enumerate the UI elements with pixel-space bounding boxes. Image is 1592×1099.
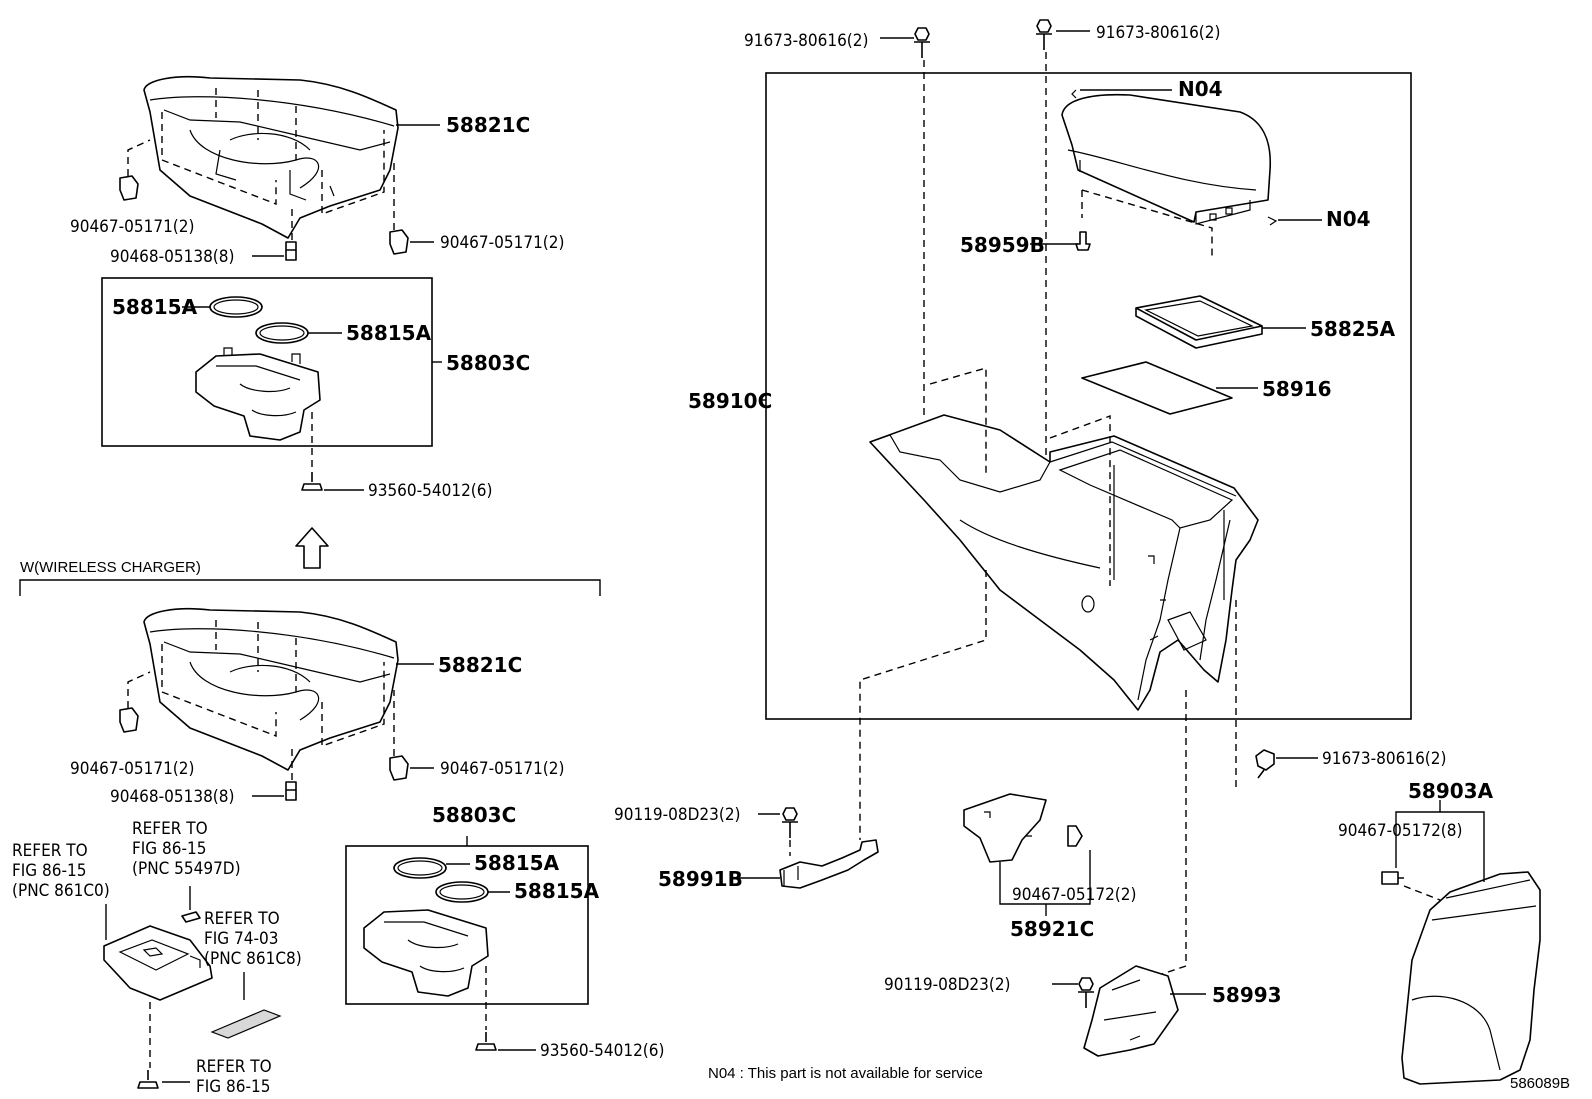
clip-left-bottom xyxy=(119,707,139,733)
side-bolt xyxy=(1255,749,1275,779)
label-rear-cover: 58903A xyxy=(1408,779,1494,803)
label-n04-top: N04 xyxy=(1178,77,1223,101)
tray xyxy=(1135,295,1263,349)
refer-3-line-3: (PNC 861C8) xyxy=(204,949,302,969)
mat xyxy=(1081,361,1233,415)
charger-part-small xyxy=(181,911,201,923)
refer-3-line-2: FIG 74-03 xyxy=(204,929,278,949)
label-upper-panel-top: 58821C xyxy=(446,113,530,137)
upper-panel-top xyxy=(143,75,399,239)
label-screw-bottom: 93560-54012(6) xyxy=(540,1041,664,1061)
refer-1-line-3: (PNC 861C0) xyxy=(12,881,110,901)
ring-b-bottom xyxy=(435,881,489,903)
label-clip-left-top: 90467-05171(2) xyxy=(70,217,194,237)
lower-bolt xyxy=(1078,977,1094,1008)
top-bolt-left xyxy=(914,27,930,420)
label-bracket-bolt: 90119-08D23(2) xyxy=(614,805,741,825)
label-side-bolt: 91673-80616(2) xyxy=(1322,749,1446,769)
lower-bracket xyxy=(1083,965,1179,1057)
clip-small-top xyxy=(285,241,297,261)
clip-right-bottom xyxy=(389,755,409,781)
wireless-charger xyxy=(103,925,213,1001)
label-ring-b-bottom: 58815A xyxy=(514,879,600,903)
label-holder-bottom: 58803C xyxy=(432,803,516,827)
label-rear-clip: 90467-05172(8) xyxy=(1338,821,1462,841)
rear-clip xyxy=(1381,871,1404,885)
armrest-lid xyxy=(1061,93,1272,225)
label-clip-right-top: 90467-05171(2) xyxy=(440,233,564,253)
top-bolt-right xyxy=(1036,19,1052,460)
refer-3-line-1: REFER TO xyxy=(204,909,280,929)
clip-left-top xyxy=(119,175,139,201)
label-lower-bolt: 90119-08D23(2) xyxy=(884,975,1011,995)
label-tray: 58825A xyxy=(1310,317,1396,341)
cup-holder-top xyxy=(195,347,321,441)
label-bracket: 58991B xyxy=(658,867,743,891)
refer-2-line-1: REFER TO xyxy=(132,819,208,839)
console-body xyxy=(869,414,1259,711)
label-clip-right-bottom: 90467-05171(2) xyxy=(440,759,564,779)
screw-bottom xyxy=(475,1032,497,1051)
front-panel xyxy=(963,793,1047,863)
label-front-panel: 58921C xyxy=(1010,917,1094,941)
clip-right-top xyxy=(389,229,409,255)
refer-4-line-1: REFER TO xyxy=(196,1057,272,1077)
label-top-bolt-right: 91673-80616(2) xyxy=(1096,23,1220,43)
refer-2-line-2: FIG 86-15 xyxy=(132,839,206,859)
screw-top xyxy=(301,472,323,491)
footnote: N04 : This part is not available for ser… xyxy=(708,1065,983,1082)
label-console-box: 58910C xyxy=(688,389,772,413)
upper-panel-bottom xyxy=(143,607,399,771)
label-upper-panel-bottom: 58821C xyxy=(438,653,522,677)
refer-1-line-2: FIG 86-15 xyxy=(12,861,86,881)
up-arrow xyxy=(295,527,329,569)
label-ring-a-bottom: 58815A xyxy=(474,851,560,875)
console-box-frame xyxy=(765,72,1412,720)
clip-small-bottom xyxy=(285,781,297,801)
label-top-bolt-left: 91673-80616(2) xyxy=(744,31,868,51)
label-holder-top: 58803C xyxy=(446,351,530,375)
cup-holder-bottom xyxy=(363,909,489,997)
label-screw-top: 93560-54012(6) xyxy=(368,481,492,501)
label-n04-mid: N04 xyxy=(1326,207,1371,231)
refer-2-line-3: (PNC 55497D) xyxy=(132,859,241,879)
refer-4-line-2: FIG 86-15 xyxy=(196,1077,270,1097)
refer-1-line-1: REFER TO xyxy=(12,841,88,861)
label-clip-small-top: 90468-05138(8) xyxy=(110,247,234,267)
charger-pad xyxy=(210,1009,282,1039)
bracket-bolt xyxy=(782,807,798,856)
ring-a-bottom xyxy=(393,857,447,879)
group-bracket xyxy=(19,579,601,596)
label-ring-b-top: 58815A xyxy=(346,321,432,345)
charger-screw xyxy=(137,1070,159,1089)
label-clip-left-bottom: 90467-05171(2) xyxy=(70,759,194,779)
ring-b-top xyxy=(255,322,309,344)
diagram-id: 586089B xyxy=(1510,1075,1570,1092)
label-armrest-screw: 58959B xyxy=(960,233,1045,257)
label-lower-bracket: 58993 xyxy=(1212,983,1282,1007)
rear-cover xyxy=(1401,871,1541,1085)
bracket-58991b xyxy=(779,839,879,889)
label-group: W(WIRELESS CHARGER) xyxy=(20,559,201,576)
label-front-panel-clip: 90467-05172(2) xyxy=(1012,885,1136,905)
label-ring-a-top: 58815A xyxy=(112,295,198,319)
front-panel-clip xyxy=(1067,825,1083,847)
label-clip-small-bottom: 90468-05138(8) xyxy=(110,787,234,807)
label-mat: 58916 xyxy=(1262,377,1332,401)
ring-a-top xyxy=(209,296,263,318)
armrest-screw xyxy=(1075,231,1091,251)
